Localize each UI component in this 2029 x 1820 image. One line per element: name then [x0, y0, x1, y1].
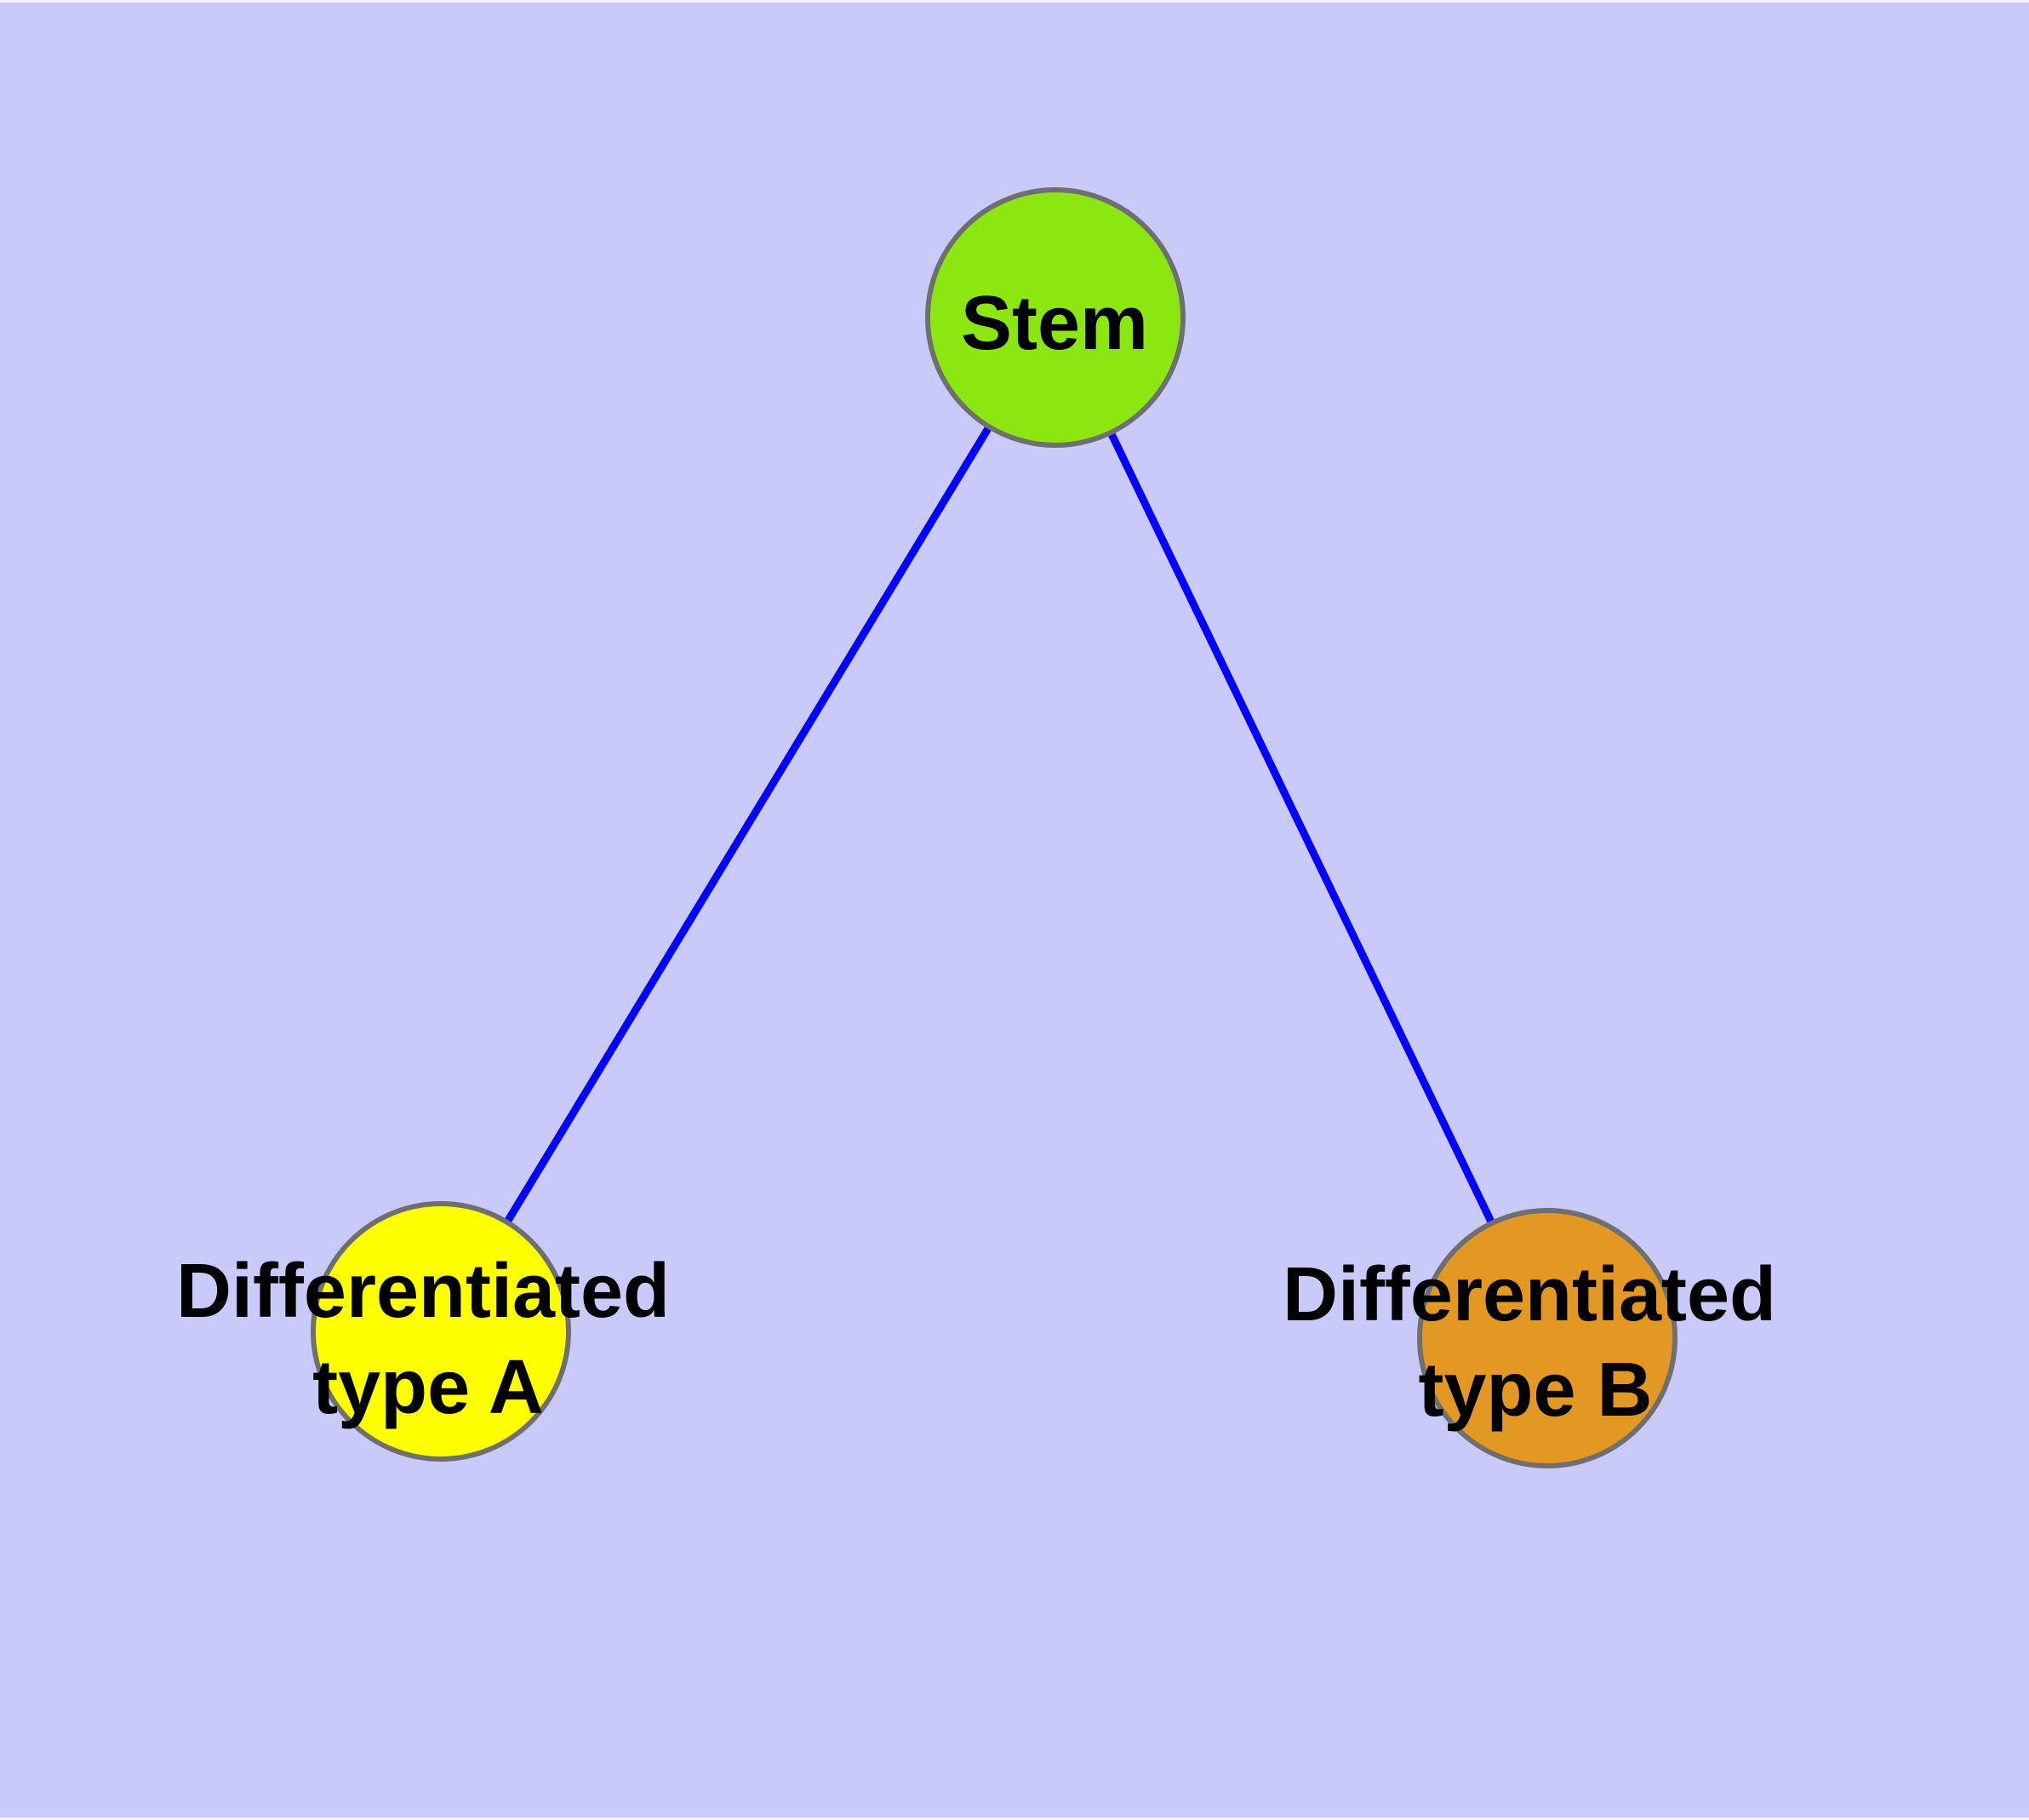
node-differentiated-type-a-circle — [311, 1201, 571, 1462]
node-differentiated-type-a: Differentiated type A — [176, 1201, 670, 1462]
page-top-edge — [0, 0, 2029, 3]
node-differentiated-type-b-label-line1: Differentiated — [1283, 1252, 1776, 1337]
node-differentiated-type-a-label-line2: type A — [312, 1345, 544, 1430]
node-stem-label: Stem — [961, 281, 1148, 366]
edge-stem-to-type-a — [437, 315, 1059, 1334]
node-differentiated-type-b: Differentiated type B — [1283, 1208, 1776, 1468]
edge-layer — [437, 315, 1552, 1340]
node-stem: Stem — [925, 187, 1186, 448]
node-stem-circle — [925, 187, 1186, 448]
node-differentiated-type-a-label-line1: Differentiated — [176, 1249, 670, 1334]
node-differentiated-type-b-circle — [1417, 1208, 1677, 1468]
node-differentiated-type-b-label-line2: type B — [1418, 1348, 1652, 1433]
page-bottom-edge — [0, 1817, 2029, 1820]
edge-stem-to-type-b — [1051, 316, 1552, 1340]
